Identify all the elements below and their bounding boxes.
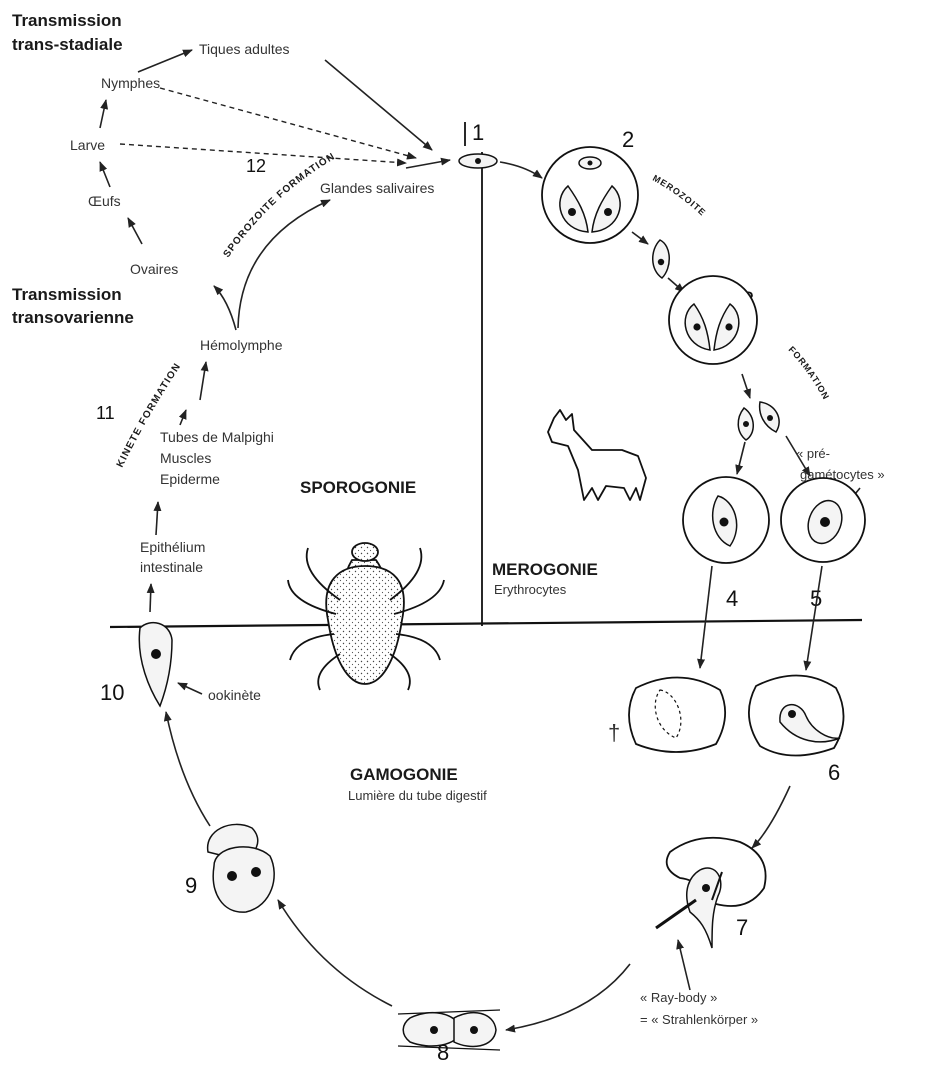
adult-ticks-label: Tiques adultes	[199, 41, 290, 57]
malpighi-label: Tubes de Malpighi	[160, 429, 274, 445]
transstadial-heading-line2: trans-stadiale	[12, 35, 123, 54]
transovarian-heading-line1: Transmission	[12, 285, 122, 304]
zygote-stage-9	[208, 824, 275, 912]
nymphs-label: Nymphes	[101, 75, 160, 91]
arrow-adults-to-host	[325, 60, 432, 150]
arrow-malpighi-to-hemolymph-a	[180, 410, 186, 425]
merogonie-sublabel: Erythrocytes	[494, 582, 567, 597]
arrow-1-to-2	[500, 162, 542, 178]
stage-number-7: 7	[736, 915, 748, 940]
merozoite-pair	[738, 402, 779, 440]
sporogonie-label: SPOROGONIE	[300, 478, 416, 497]
intestinal-epithelium-label-line2: intestinale	[140, 559, 203, 575]
horizontal-divider	[110, 620, 862, 627]
dog-icon	[548, 410, 646, 500]
ray-body-label-line1: « Ray-body »	[640, 990, 717, 1005]
arrow-2-to-merozoite	[632, 232, 648, 244]
arrow-8-to-9	[278, 900, 392, 1006]
ovaries-label: Ovaires	[130, 261, 178, 277]
ray-body-label-line2: = « Strahlenkörper »	[640, 1012, 758, 1027]
arrow-malpighi-to-hemolymph	[200, 362, 206, 400]
arrow-ookinete-to-epithelium	[150, 584, 151, 612]
arrow-ray-body-pointer	[678, 940, 690, 990]
arrow-nymphs-to-adults	[138, 50, 192, 72]
ookinete-stage-10	[139, 623, 172, 706]
lysed-erythrocyte	[629, 677, 725, 752]
pre-gametocytes-label-line1: « pré-	[796, 446, 830, 461]
arrow-6-to-7	[752, 786, 790, 848]
dashed-arrow-nymphs-to-host	[160, 88, 416, 158]
stage-number-2: 2	[622, 127, 634, 152]
gamogonie-sublabel: Lumière du tube digestif	[348, 788, 487, 803]
arrow-hemolymph-to-ovaries	[214, 286, 236, 330]
arrow-salivary-to-host	[406, 160, 450, 168]
stage-number-9: 9	[185, 873, 197, 898]
formation-label: FORMATION	[787, 344, 832, 401]
arrow-ookinete-pointer	[178, 683, 202, 694]
merozoite-label: MEROZOITE	[651, 173, 708, 218]
dagger-symbol: †	[608, 720, 620, 745]
stage-6-gametocyte	[749, 675, 844, 755]
erythrocyte-stage-4	[683, 477, 769, 563]
arrow-epithelium-to-tissues	[156, 502, 158, 535]
arrow-ovaries-to-eggs	[128, 218, 142, 244]
muscles-label: Muscles	[160, 450, 211, 466]
stage-number-6: 6	[828, 760, 840, 785]
tick-icon	[288, 543, 444, 690]
arrow-eggs-to-larva	[100, 162, 110, 187]
sporozoite-stage-1	[459, 154, 497, 168]
arrow-larva-to-nymphs	[100, 100, 106, 128]
arrow-9-to-10	[166, 712, 210, 826]
stage-number-11: 11	[96, 403, 115, 423]
ookinete-label: ookinète	[208, 687, 261, 703]
stage-number-4: 4	[726, 586, 738, 611]
intestinal-epithelium-label-line1: Epithélium	[140, 539, 205, 555]
stage-number-1: 1	[472, 120, 484, 145]
erythrocyte-stage-5	[781, 478, 865, 562]
gamogonie-label: GAMOGONIE	[350, 765, 458, 784]
hemolymph-label: Hémolymphe	[200, 337, 283, 353]
erythrocyte-stage-2	[542, 147, 638, 243]
eggs-label: Œufs	[88, 193, 121, 209]
stage-number-10: 10	[100, 680, 124, 705]
erythrocyte-stage-3	[669, 276, 757, 364]
merogonie-label: MEROGONIE	[492, 560, 598, 579]
larva-label: Larve	[70, 137, 105, 153]
arrow-7-to-8	[506, 964, 630, 1030]
ray-body-stage-7	[656, 838, 766, 948]
epidermis-label: Epiderme	[160, 471, 220, 487]
arrow-5-to-6	[806, 566, 822, 670]
arrow-3-to-merozoites	[742, 374, 750, 398]
stage-number-12: 12	[246, 156, 266, 176]
arrow-4-to-dead	[700, 566, 712, 668]
free-merozoite	[653, 240, 670, 278]
salivary-glands-label: Glandes salivaires	[320, 180, 434, 196]
transstadial-heading-line1: Transmission	[12, 11, 122, 30]
transovarian-heading-line2: transovarienne	[12, 308, 134, 327]
arrow-merozoite-to-4	[737, 442, 745, 474]
